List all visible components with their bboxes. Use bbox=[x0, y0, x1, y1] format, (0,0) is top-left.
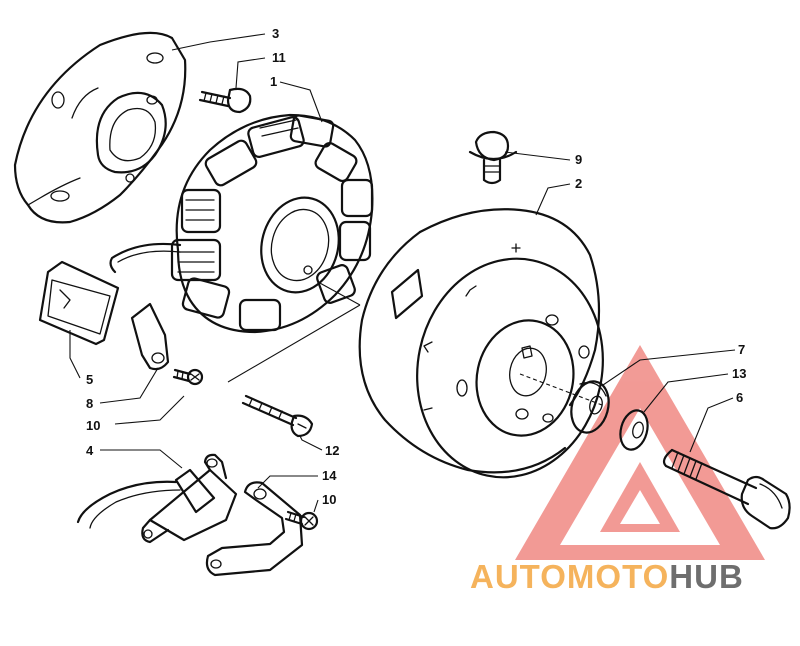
lock-washer-part-13 bbox=[619, 409, 649, 451]
callout-14: 14 bbox=[322, 468, 337, 483]
callout-5: 5 bbox=[86, 372, 93, 387]
watermark-word-auto: AUTO bbox=[470, 558, 567, 595]
watermark-word-moto: MOTO bbox=[567, 558, 669, 595]
callout-9: 9 bbox=[575, 152, 582, 167]
pickup-pad-part-5 bbox=[38, 260, 120, 346]
svg-text:AUTOMOTOHUB: AUTOMOTOHUB bbox=[470, 558, 744, 595]
bracket-part-14 bbox=[205, 481, 304, 577]
screw-part-11 bbox=[198, 87, 252, 114]
pulser-coil-part-4 bbox=[76, 453, 238, 544]
stator-part-1 bbox=[109, 113, 374, 334]
callout-10-lower: 10 bbox=[322, 492, 336, 507]
callout-3: 3 bbox=[272, 26, 279, 41]
long-screw-part-12 bbox=[241, 394, 314, 438]
callout-6: 6 bbox=[736, 390, 743, 405]
callout-4: 4 bbox=[86, 443, 94, 458]
callout-1: 1 bbox=[270, 74, 277, 89]
screw-part-10-upper bbox=[172, 368, 204, 386]
callout-12: 12 bbox=[325, 443, 339, 458]
watermark-text: AUTOMOTOHUB bbox=[470, 558, 744, 595]
leader-lines bbox=[69, 33, 736, 513]
callout-2: 2 bbox=[575, 176, 582, 191]
screw-part-10-lower bbox=[284, 510, 319, 531]
watermark-word-hub: HUB bbox=[669, 558, 744, 595]
washer-part-7 bbox=[570, 380, 610, 434]
main-bolt-part-6 bbox=[662, 448, 791, 530]
callout-7: 7 bbox=[738, 342, 745, 357]
bolt-part-9 bbox=[468, 130, 518, 185]
callout-8: 8 bbox=[86, 396, 93, 411]
callout-10-upper: 10 bbox=[86, 418, 100, 433]
callout-11: 11 bbox=[272, 50, 286, 65]
bracket-part-8 bbox=[130, 302, 170, 371]
stator-plate-part-3 bbox=[13, 31, 187, 224]
watermark-triangle-logo bbox=[515, 345, 765, 560]
callout-13: 13 bbox=[732, 366, 746, 381]
